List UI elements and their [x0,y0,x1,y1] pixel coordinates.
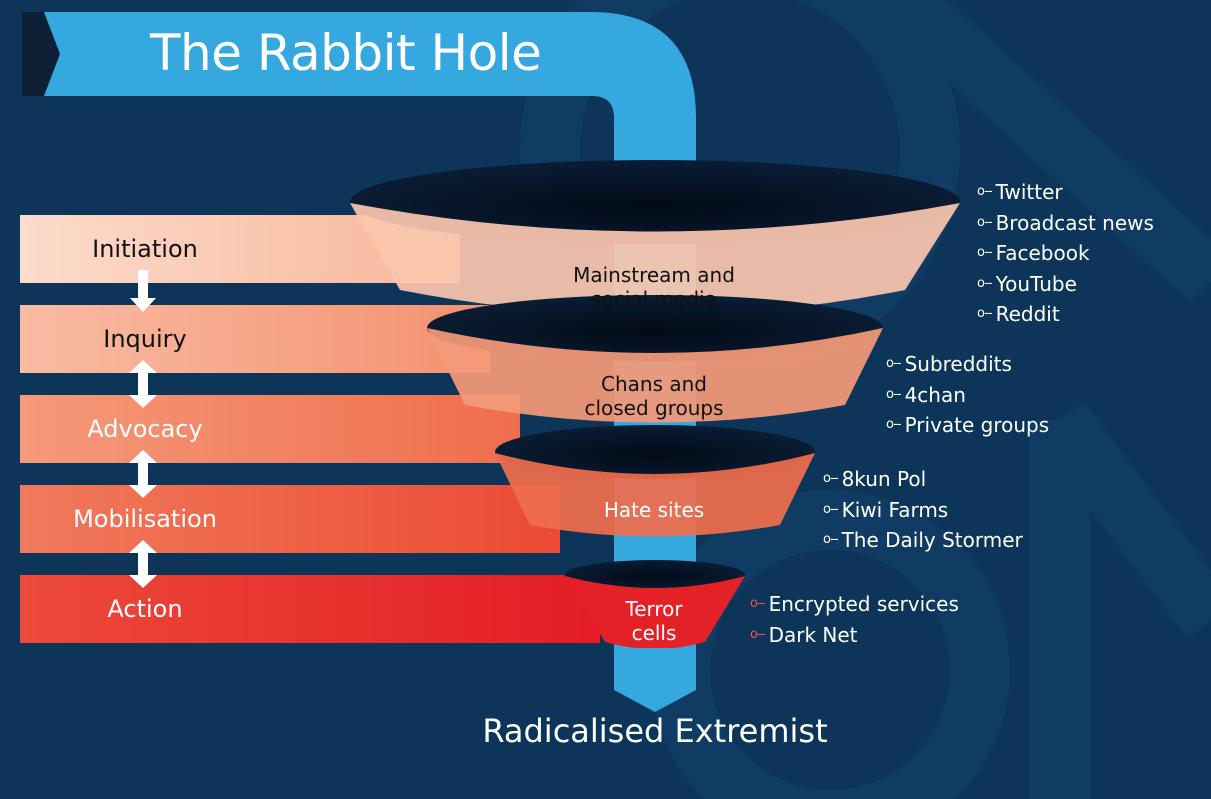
pipe-arrow-tip [614,648,696,712]
funnel-label-line: Hate sites [603,498,705,522]
stage-label-mobilisation: Mobilisation [73,505,217,533]
diagram-title: The Rabbit Hole [150,24,542,82]
connector-icon: o-- [750,596,766,611]
stage-bar-mobilisation [20,485,560,553]
stage-bar-inquiry [20,305,490,373]
platform-list-chans: o--Subreddits o--4chan o--Private groups [886,349,1049,441]
funnel-label-line: Chans and [601,372,707,396]
connector-icon: o-- [977,275,993,291]
connector-icon: o-- [886,386,902,402]
platform-list-terror: o--Encrypted services o--Dark Net [750,589,959,650]
platform-item: o--Reddit [977,299,1154,330]
connector-icon: o-- [823,532,839,547]
platform-item: o--4chan [886,380,1049,411]
footer-label: Radicalised Extremist [482,712,828,750]
double-arrow-icon [129,450,157,498]
stage-bar-advocacy [20,395,520,463]
stage-arrows [129,270,157,588]
stage-label-initiation: Initiation [92,235,198,263]
funnel-label-line: closed groups [584,396,724,420]
funnel-label-hate-sites: Hate sites [524,498,784,522]
connector-icon: o-- [750,626,766,642]
funnel-label-line: Terror [625,597,683,621]
platform-item: o--Facebook [977,238,1154,269]
funnel-label-line: social media [591,287,717,311]
connector-icon: o-- [823,471,839,486]
connector-icon: o-- [886,356,902,371]
banner-notch [22,12,60,96]
funnel-label-line: cells [631,621,677,645]
connector-icon: o-- [823,501,839,517]
connector-icon: o-- [977,214,993,230]
stage-label-inquiry: Inquiry [103,325,187,353]
funnel-label-mainstream: Mainstream and social media [524,263,784,311]
platform-item: o--8kun Pol [823,464,1023,495]
funnel-tier-chans [427,295,883,423]
platform-item: o--Kiwi Farms [823,495,1023,526]
funnel-tier-mainstream [350,160,960,315]
platform-list-hate-sites: o--8kun Pol o--Kiwi Farms o--The Daily S… [823,464,1023,556]
platform-item: o--YouTube [977,269,1154,300]
platform-item: o--Twitter [977,177,1154,208]
connector-icon: o-- [977,306,993,321]
double-arrow-icon [129,540,157,588]
stage-label-advocacy: Advocacy [87,415,203,443]
double-arrow-icon [129,360,157,408]
funnel-tier-hate-sites [495,425,815,537]
platform-item: o--Private groups [886,410,1049,441]
arrow-down-icon [130,270,156,312]
stage-label-action: Action [107,595,183,623]
platform-list-mainstream: o--Twitter o--Broadcast news o--Facebook… [977,177,1154,330]
connector-icon: o-- [886,417,902,432]
connector-icon: o-- [977,184,993,199]
connector-icon: o-- [977,245,993,260]
platform-item: o--Dark Net [750,620,959,651]
stage-bar-action [20,575,600,643]
platform-item: o--The Daily Stormer [823,525,1023,556]
funnel-label-terror: Terror cells [594,597,714,645]
platform-item: o--Subreddits [886,349,1049,380]
stage-bars [20,215,600,643]
platform-item: o--Broadcast news [977,208,1154,239]
platform-item: o--Encrypted services [750,589,959,620]
funnel-tier-terror [565,560,745,649]
funnel-label-chans: Chans and closed groups [524,372,784,420]
funnel-label-line: Mainstream and [573,263,735,287]
